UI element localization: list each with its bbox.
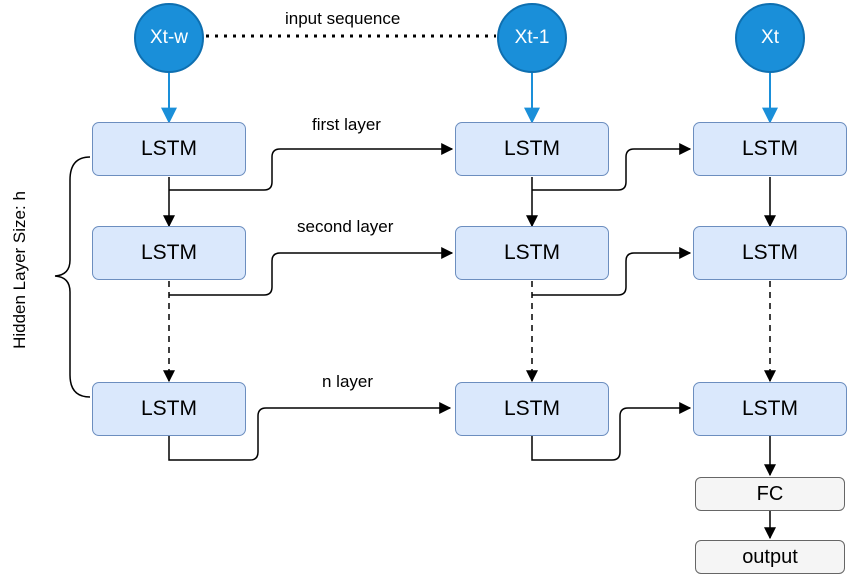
lstm-label: LSTM — [140, 241, 197, 264]
lstm-cell-c2-l1: LSTM — [455, 122, 609, 176]
fc-label: FC — [756, 482, 784, 505]
input-node-xt: Xt — [735, 3, 805, 73]
lstm-cell-c3-l2: LSTM — [693, 226, 847, 280]
input-node-xt-1: Xt-1 — [497, 3, 567, 73]
second-layer-label: second layer — [297, 217, 394, 236]
output-label: output — [742, 545, 798, 568]
lstm-label: LSTM — [140, 137, 197, 160]
recurrent-arrow-ln-a — [168, 402, 452, 461]
recurrent-arrow-l2-b — [532, 247, 692, 296]
input-label-xt: Xt — [761, 27, 779, 48]
input-label-xt-w: Xt-w — [150, 27, 188, 48]
lstm-label: LSTM — [503, 137, 560, 160]
recurrent-arrow-l1-b — [532, 143, 692, 191]
lstm-cell-c3-l1: LSTM — [693, 122, 847, 176]
recurrent-arrow-ln-b — [531, 402, 692, 461]
input-node-xt-w: Xt-w — [134, 3, 204, 73]
n-layer-label: n layer — [322, 372, 374, 391]
output-box: output — [695, 540, 845, 574]
input-sequence-label: input sequence — [285, 9, 401, 28]
lstm-label: LSTM — [503, 397, 560, 420]
recurrent-arrow-l1-a — [169, 143, 454, 191]
hidden-layer-size-label: Hidden Layer Size: h — [10, 191, 29, 349]
fc-box: FC — [695, 477, 845, 511]
first-layer-label: first layer — [312, 115, 381, 134]
input-label-xt-1: Xt-1 — [514, 27, 550, 48]
lstm-cell-c3-ln: LSTM — [693, 382, 847, 436]
lstm-cell-c2-l2: LSTM — [455, 226, 609, 280]
lstm-cell-c2-ln: LSTM — [455, 382, 609, 436]
lstm-cell-c1-ln: LSTM — [92, 382, 246, 436]
lstm-label: LSTM — [140, 397, 197, 420]
lstm-cell-c1-l2: LSTM — [92, 226, 246, 280]
lstm-label: LSTM — [741, 397, 798, 420]
recurrent-arrow-l2-a — [169, 247, 454, 296]
lstm-label: LSTM — [503, 241, 560, 264]
hidden-size-brace — [54, 156, 91, 398]
lstm-label: LSTM — [741, 241, 798, 264]
lstm-cell-c1-l1: LSTM — [92, 122, 246, 176]
lstm-label: LSTM — [741, 137, 798, 160]
